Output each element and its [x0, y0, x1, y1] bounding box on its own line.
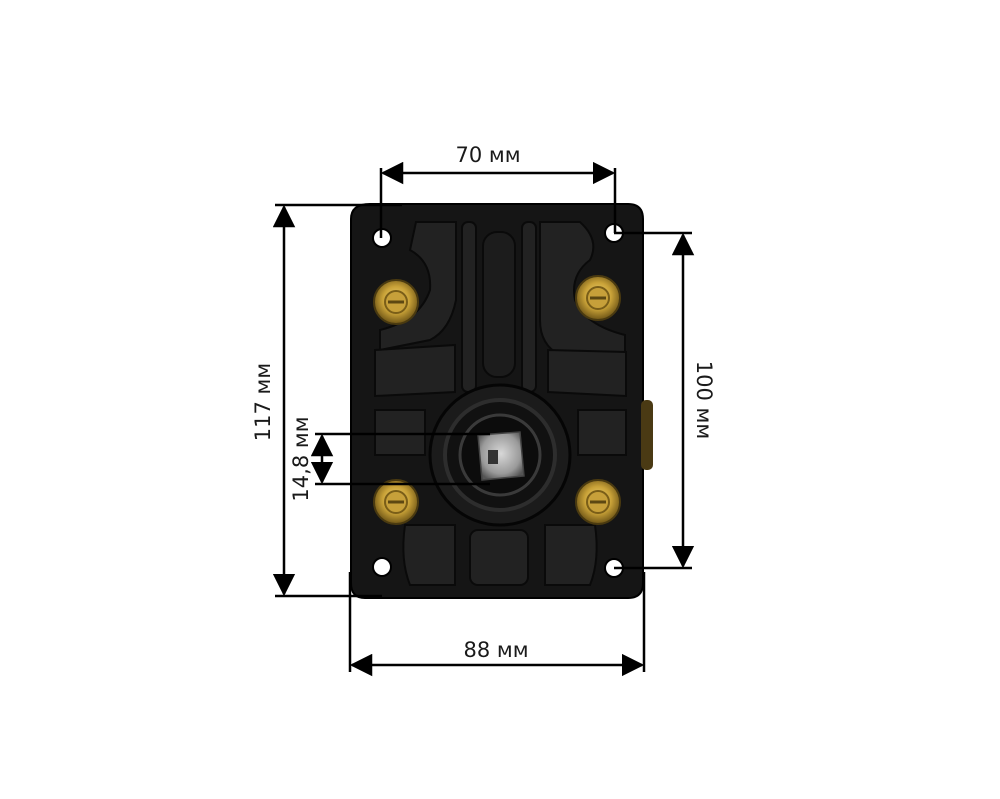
label-bottom-width: 88 мм: [463, 638, 528, 662]
mount-hole-bottom-left: [372, 557, 392, 577]
bolt-top-right: [575, 275, 621, 321]
pocket-bottom-left: [402, 524, 456, 586]
shaft: [477, 431, 525, 481]
shaft-key: [488, 450, 498, 464]
label-top-width: 70 мм: [455, 143, 520, 167]
bolt-bottom-right: [575, 479, 621, 525]
pocket-lower-right: [577, 409, 627, 456]
bolt-top-left: [373, 279, 419, 325]
pocket-mid-right: [547, 348, 627, 398]
pocket-mid-left: [374, 343, 456, 398]
dimension-lines: [272, 161, 695, 677]
rib-center-left: [461, 221, 477, 393]
center-slot: [482, 231, 516, 378]
rib-center-right: [521, 221, 537, 393]
bolt-bottom-left: [373, 479, 419, 525]
pocket-bottom-right: [544, 524, 598, 586]
label-shaft: 14,8 мм: [289, 416, 313, 501]
pump-flange: [350, 203, 653, 599]
label-left-height: 117 мм: [251, 363, 275, 441]
side-boss: [641, 400, 653, 470]
rib-bottom-center: [469, 529, 529, 586]
label-right-height: 100 мм: [692, 361, 716, 439]
pocket-lower-left: [374, 409, 426, 456]
